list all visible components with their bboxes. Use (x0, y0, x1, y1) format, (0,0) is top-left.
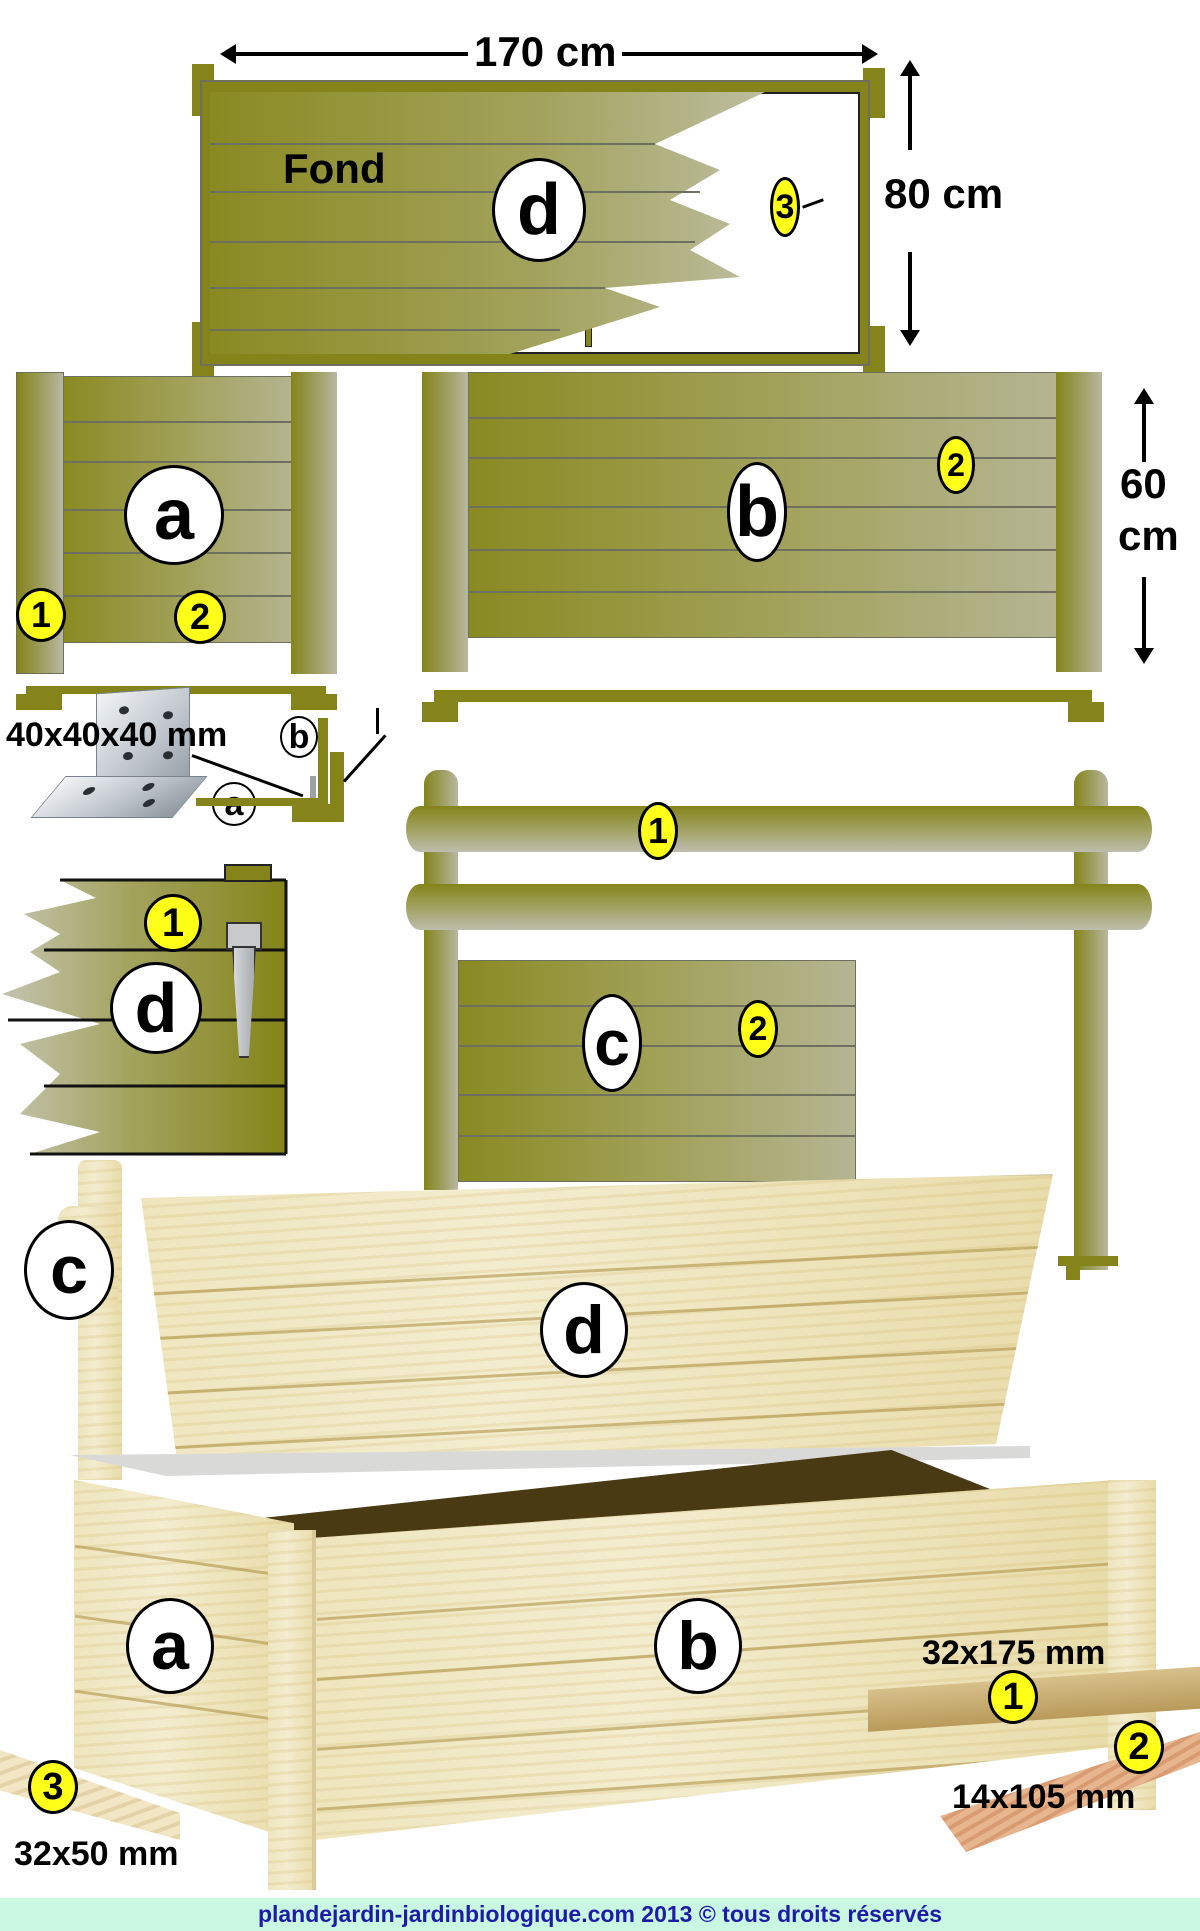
height-dimension-line-bottom (1142, 577, 1146, 649)
part-letter-c: c (582, 994, 642, 1092)
foot (422, 702, 458, 722)
bracket-corner (310, 776, 316, 798)
lumber-size-3: 32x50 mm (14, 1835, 179, 1873)
bracket-detail: 40x40x40 mm b a (0, 686, 400, 850)
part-badge-1: 1 (144, 894, 202, 952)
depth-dimension-line-top (908, 70, 912, 150)
part-badge-2: 2 (738, 1000, 778, 1058)
part-letter-b: b (654, 1598, 742, 1694)
arrow-left-icon (220, 44, 236, 64)
arrow-up-icon (1134, 388, 1154, 404)
floor-boards (210, 92, 765, 354)
pointer-arrow (342, 734, 387, 783)
lumber-size-1: 32x175 mm (922, 1634, 1106, 1672)
fond-label: Fond (283, 145, 386, 192)
foot (1068, 702, 1104, 722)
back-panel-c: 1 c 2 (398, 770, 1152, 1290)
arrow-down-icon (900, 330, 920, 346)
panel-boards (458, 960, 856, 1182)
part-letter-d: d (492, 158, 586, 262)
corner-piece (330, 752, 344, 806)
front-corner-post (268, 1530, 316, 1890)
rail-middle (406, 884, 1152, 930)
bracket-size-label: 40x40x40 mm (6, 716, 228, 754)
foot (291, 694, 337, 710)
part-badge-2: 2 (174, 590, 226, 644)
part-letter-d: d (110, 962, 202, 1054)
part-badge-1: 1 (638, 802, 678, 860)
part-letter-d: d (540, 1282, 628, 1378)
corner-piece (318, 718, 328, 802)
side-panel-a: a 1 2 (16, 372, 386, 712)
pointer-arrow (376, 708, 379, 734)
post-left (422, 372, 468, 672)
part-letter-b: b (727, 462, 787, 562)
arrow-right-icon (862, 44, 878, 64)
height-dimension-line-top (1142, 400, 1146, 462)
height-label-60: 60 (1120, 460, 1167, 507)
post-right (1056, 372, 1102, 672)
part-letter-c: c (24, 1220, 114, 1320)
lumber-size-2: 14x105 mm (952, 1778, 1136, 1816)
part-badge-3: 3 (770, 177, 800, 237)
part-badge-1: 1 (16, 588, 66, 642)
angle-bracket-base (30, 776, 208, 818)
part-letter-a: a (126, 1598, 214, 1694)
base-rail (1058, 1256, 1118, 1266)
part-badge-2: 2 (1114, 1720, 1164, 1774)
copyright-footer: plandejardin-jardinbiologique.com 2013 ©… (0, 1898, 1200, 1931)
part-badge-1: 1 (988, 1670, 1038, 1724)
arrow-down-icon (1134, 648, 1154, 664)
corner-letter-b: b (280, 716, 318, 758)
rail-top (406, 806, 1152, 852)
foot (1066, 1266, 1080, 1280)
base-rail (434, 690, 1092, 702)
top-view: 170 cm Fond d 3 80 cm (190, 30, 1003, 384)
copyright-text: plandejardin-jardinbiologique.com 2013 ©… (257, 1901, 943, 1927)
strap-hinge-icon (226, 922, 262, 950)
side-panel-b: b 2 60 cm (422, 372, 1179, 722)
foot (16, 694, 62, 710)
part-letter-a: a (124, 465, 224, 565)
arrow-up-icon (900, 60, 920, 76)
hinge-block (224, 864, 272, 882)
part-badge-2: 2 (937, 436, 975, 494)
lid-detail: 1 d (0, 862, 300, 1162)
post-right (1074, 770, 1108, 1270)
width-label: 170 cm (468, 30, 623, 74)
part-badge-3: 3 (28, 1760, 78, 1814)
depth-label: 80 cm (884, 170, 1004, 217)
post-right (291, 372, 337, 674)
depth-dimension-line-bottom (908, 252, 912, 334)
corner-piece (196, 798, 328, 806)
corner-piece (292, 804, 344, 822)
height-label-cm: cm (1118, 512, 1179, 559)
assembled-box: c d a b 32x175 mm 1 2 14x105 mm 3 32x50 … (0, 1150, 1200, 1898)
